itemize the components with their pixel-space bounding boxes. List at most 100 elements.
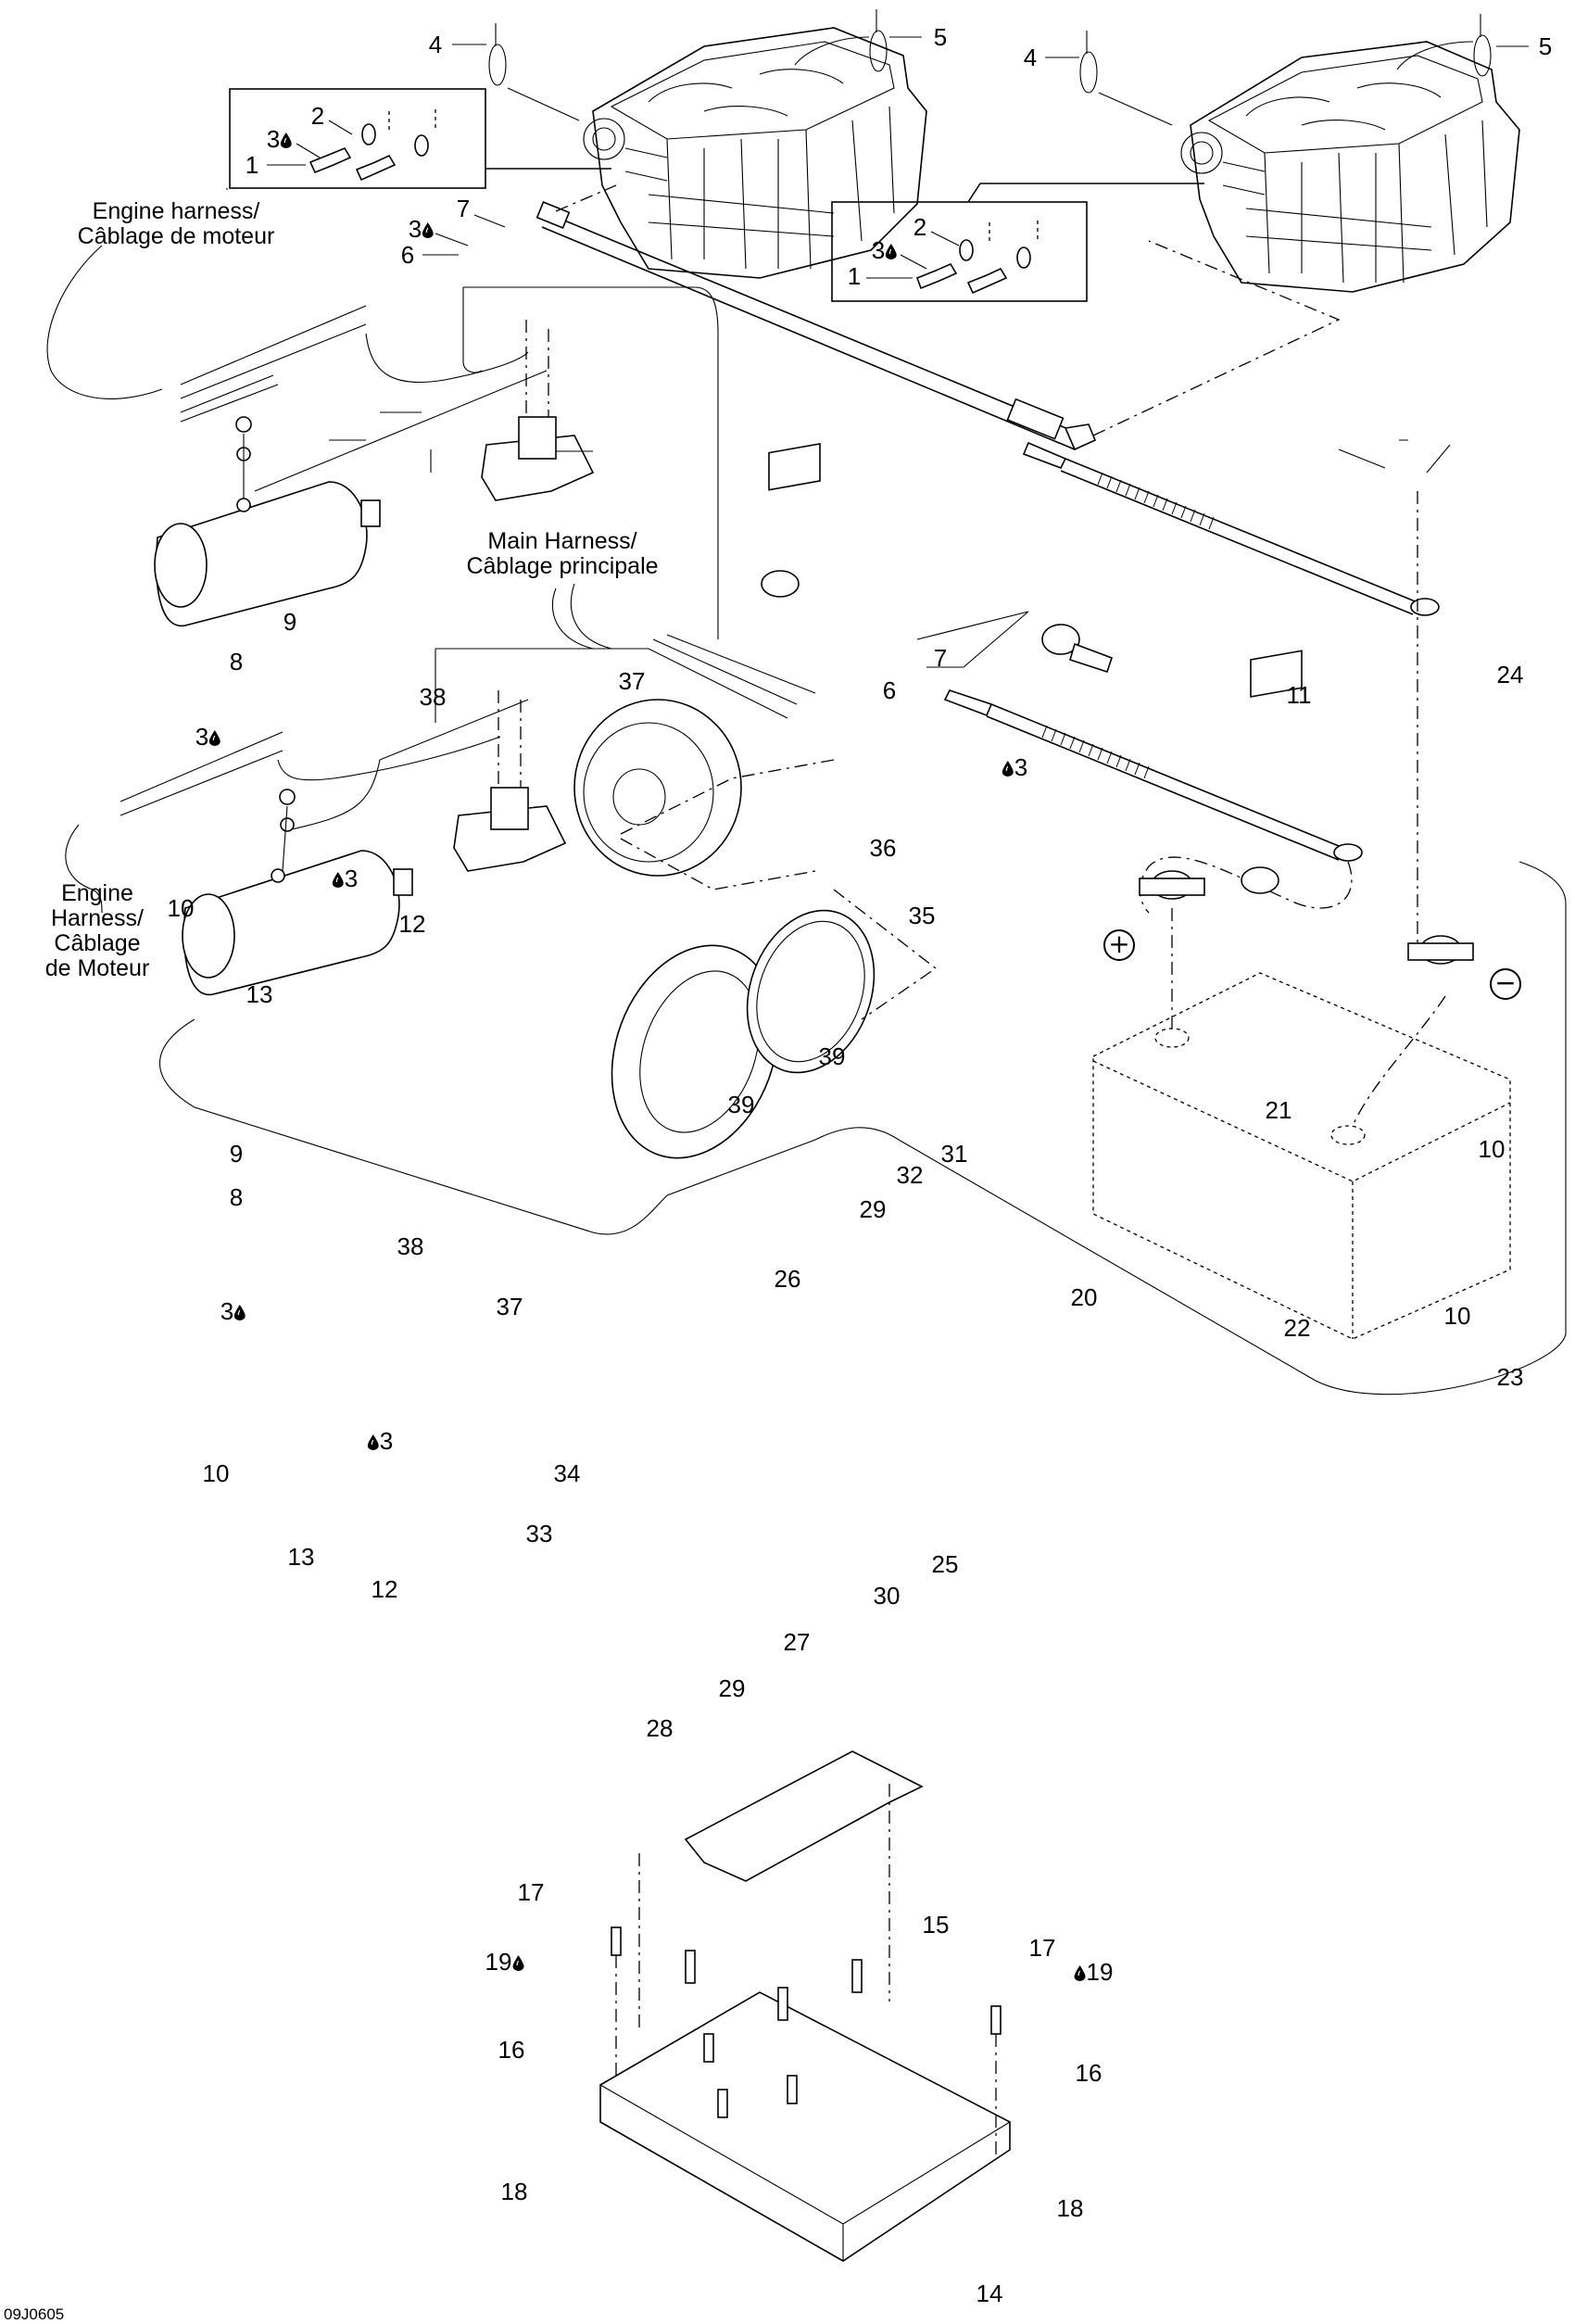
battery-tray <box>599 1750 1011 2262</box>
callout-8: 8 <box>230 650 243 674</box>
thread-locker-drop-icon <box>885 236 898 264</box>
callout-number: 3 <box>220 1297 234 1325</box>
bolt-kit-box-right <box>831 183 1204 302</box>
callout-number: 38 <box>419 683 447 711</box>
callout-5: 5 <box>1539 34 1552 58</box>
callout-3: 3 <box>367 1429 393 1453</box>
callout-1: 1 <box>848 264 861 288</box>
note-engine-harness-top: Engine harness/ Câblage de moteur <box>77 198 275 249</box>
callout-16: 16 <box>498 2038 525 2062</box>
callout-leaders <box>267 36 1529 474</box>
solenoid-upper <box>481 320 595 501</box>
callout-21: 21 <box>1266 1098 1292 1122</box>
callout-7: 7 <box>457 196 470 221</box>
callout-22: 22 <box>1284 1316 1311 1340</box>
callout-30: 30 <box>874 1584 901 1608</box>
callout-number: 25 <box>931 1550 959 1578</box>
callout-39: 39 <box>728 1093 755 1117</box>
thread-locker-drop-icon <box>280 125 293 153</box>
harness-loop <box>159 861 1567 1396</box>
harness-wires <box>46 245 816 914</box>
positive-terminal-symbol: + <box>1103 929 1135 961</box>
callout-9: 9 <box>230 1142 243 1166</box>
callout-29: 29 <box>860 1197 887 1221</box>
callout-6: 6 <box>883 678 896 702</box>
callout-number: 34 <box>553 1459 581 1487</box>
callout-number: 23 <box>1496 1363 1524 1391</box>
callout-10: 10 <box>203 1461 230 1485</box>
figure-code: 09J0605 <box>4 2305 65 2323</box>
stator-cover <box>573 699 835 890</box>
callout-number: 13 <box>287 1543 315 1571</box>
thread-locker-drop-icon <box>1074 1958 1087 1986</box>
callout-number: 11 <box>1286 681 1312 709</box>
callout-4: 4 <box>429 32 442 57</box>
callout-15: 15 <box>923 1913 950 1937</box>
thread-locker-drop-icon <box>511 1948 524 1976</box>
callout-number: 2 <box>310 102 325 130</box>
callout-35: 35 <box>909 903 936 928</box>
callout-19: 19 <box>485 1950 525 1974</box>
callout-3: 3 <box>267 127 293 151</box>
callout-number: 21 <box>1265 1096 1292 1124</box>
callout-2: 2 <box>311 104 324 128</box>
callout-17: 17 <box>1029 1936 1056 1960</box>
callout-4: 4 <box>1024 45 1037 69</box>
callout-number: 1 <box>847 262 862 290</box>
callout-27: 27 <box>784 1630 811 1654</box>
callout-28: 28 <box>647 1716 674 1740</box>
callout-number: 38 <box>397 1232 424 1260</box>
callout-11: 11 <box>1287 683 1312 707</box>
thread-locker-drop-icon <box>367 1427 380 1455</box>
callout-12: 12 <box>399 912 426 936</box>
callout-1: 1 <box>246 153 258 177</box>
callout-34: 34 <box>554 1461 581 1485</box>
callout-number: 10 <box>1478 1135 1506 1163</box>
bolt-kit-box-left <box>226 88 611 190</box>
starter-motor-lower <box>182 789 413 996</box>
callout-number: 3 <box>408 215 422 243</box>
callout-number: 31 <box>940 1140 968 1168</box>
callout-26: 26 <box>775 1267 801 1291</box>
callout-6: 6 <box>401 243 414 267</box>
callout-number: 3 <box>379 1427 394 1455</box>
callout-number: 3 <box>344 865 359 892</box>
callout-3: 3 <box>409 217 435 241</box>
callout-23: 23 <box>1497 1365 1524 1389</box>
callout-number: 29 <box>859 1195 887 1223</box>
callout-number: 8 <box>229 648 244 676</box>
callout-number: 7 <box>933 644 948 672</box>
callout-8: 8 <box>230 1185 243 1209</box>
callout-number: 3 <box>871 236 886 264</box>
callout-number: 19 <box>1086 1958 1114 1986</box>
callout-37: 37 <box>619 669 646 693</box>
thread-locker-drop-icon <box>208 723 221 751</box>
callout-number: 27 <box>783 1628 811 1656</box>
callout-number: 24 <box>1496 661 1524 688</box>
callout-number: 16 <box>498 2036 525 2064</box>
thread-locker-drop-icon <box>1002 753 1014 781</box>
callout-number: 3 <box>1014 753 1028 781</box>
callout-36: 36 <box>870 836 897 860</box>
callout-number: 20 <box>1070 1283 1098 1311</box>
callout-number: 8 <box>229 1183 244 1211</box>
callout-number: 19 <box>485 1948 512 1976</box>
callout-number: 10 <box>1443 1302 1471 1330</box>
callout-18: 18 <box>501 2179 528 2204</box>
callout-3: 3 <box>1002 755 1027 779</box>
callout-number: 16 <box>1075 2059 1102 2087</box>
callout-number: 17 <box>1028 1934 1056 1962</box>
cable-ties <box>488 9 1492 126</box>
callout-number: 4 <box>1023 44 1038 71</box>
callout-number: 4 <box>428 31 443 58</box>
callout-number: 30 <box>873 1582 901 1610</box>
callout-number: 13 <box>246 980 273 1008</box>
callout-number: 3 <box>266 125 281 153</box>
callout-number: 37 <box>618 667 646 695</box>
engine-illustration-right <box>1180 41 1520 293</box>
callout-16: 16 <box>1076 2061 1102 2085</box>
callout-13: 13 <box>246 982 273 1006</box>
callout-5: 5 <box>934 25 947 49</box>
callout-number: 39 <box>727 1091 755 1118</box>
